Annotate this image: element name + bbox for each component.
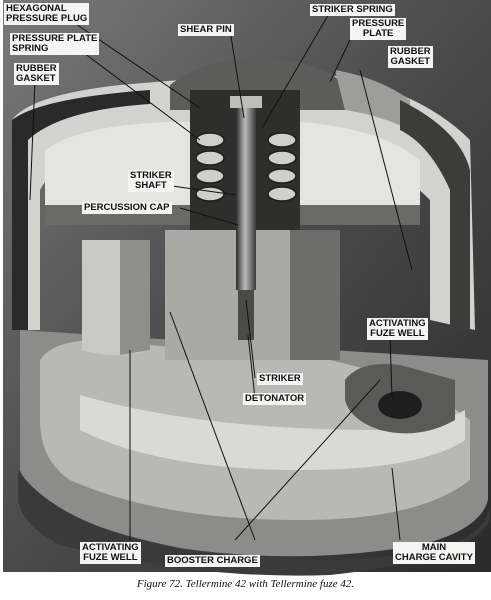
label-striker: STRIKER [257,373,303,385]
label-pressure-plate: PRESSURE PLATE [350,18,407,40]
detonator [238,290,254,340]
figure-caption: Figure 72. Tellermine 42 with Tellermine… [136,578,355,590]
label-main-charge-cavity: MAIN CHARGE CAVITY [393,542,475,564]
cavity-shadow-band [80,395,465,470]
fuze-block-side [290,230,340,360]
left-fuze-well-shadow [120,240,150,355]
label-rubber-gasket-left: RUBBER GASKET [14,63,59,85]
label-activating-fuze-well-right: ACTIVATING FUZE WELL [367,318,428,340]
striker-shaft [236,100,256,290]
pressure-plate-spring-coils [195,132,297,202]
label-striker-spring: STRIKER SPRING [310,4,395,16]
leader-lines [29,11,413,541]
striker-spring-cap [230,96,262,108]
label-detonator: DETONATOR [243,393,307,405]
label-rubber-gasket-right: RUBBER GASKET [388,46,433,68]
right-fuze-well-opening [378,391,422,419]
label-activating-fuze-well-bottom: ACTIVATING FUZE WELL [80,542,141,564]
label-percussion-cap: PERCUSSION CAP [82,202,172,214]
label-shear-pin: SHEAR PIN [178,24,234,36]
right-outer-wall [400,100,470,330]
housing-outer-dark-band [12,90,150,330]
label-pressure-plate-spring: PRESSURE PLATE SPRING [10,33,100,55]
label-striker-shaft: STRIKER SHAFT [128,170,174,192]
label-hexagonal-pressure-plug: HEXAGONAL PRESSURE PLUG [4,3,90,25]
label-booster-charge: BOOSTER CHARGE [165,555,260,567]
pressure-plate-dome [335,70,410,130]
